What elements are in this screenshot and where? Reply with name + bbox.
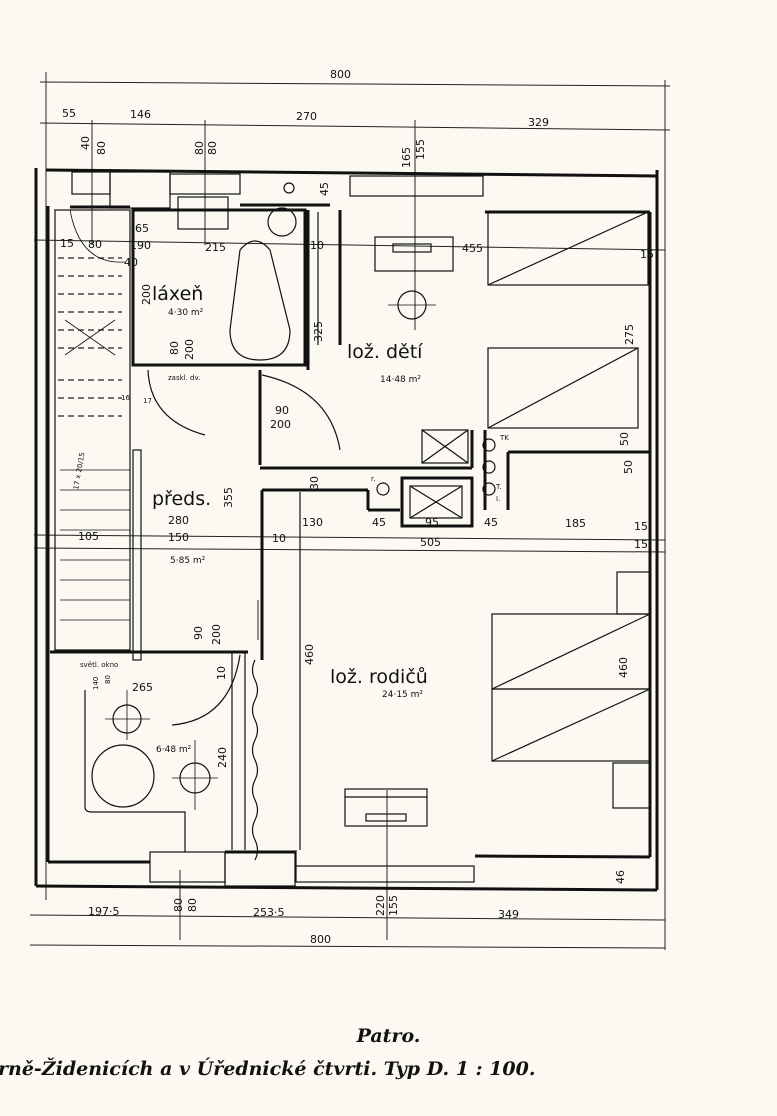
dim-label: 17 x 20/15: [72, 452, 86, 491]
dim-label: 349: [498, 908, 519, 921]
dim-label: 140: [92, 677, 100, 690]
dim-label: 355: [222, 487, 235, 508]
dim-label: 95: [425, 516, 439, 529]
dim-label: 240: [216, 747, 229, 768]
dim-label: 80: [193, 141, 206, 155]
dim-label: 80: [186, 898, 199, 912]
dim-label: 253·5: [253, 906, 285, 919]
dim-label: 15: [60, 237, 74, 250]
dim-label: 45: [318, 182, 331, 196]
outer-walls: [34, 168, 659, 892]
dim-label: 10: [310, 239, 324, 252]
glazed-partition: [132, 449, 142, 661]
dim-label: 155: [414, 139, 427, 160]
dim-label: 80: [206, 141, 219, 155]
dim-label: 329: [528, 116, 549, 129]
dim-label: 165: [400, 147, 413, 168]
dim-label: 155: [387, 895, 400, 916]
dim-label: 80: [95, 141, 108, 155]
dim-label: 200: [183, 339, 196, 360]
dim-label: 46: [614, 870, 627, 884]
bathtub: [229, 240, 291, 361]
dim-label: 280: [168, 514, 189, 527]
room-area-hall: 5·85 m²: [170, 556, 206, 566]
note-tk: TK: [499, 434, 509, 442]
dim-label: 15: [634, 520, 648, 533]
interior-walls: [50, 210, 650, 866]
dim-label: 17: [143, 397, 152, 405]
dim-label: 45: [484, 516, 498, 529]
dim-label: 150: [168, 531, 189, 544]
dimension-lines: [29, 72, 671, 950]
dim-label: 80: [172, 898, 185, 912]
dim-label: 190: [130, 239, 151, 252]
dim-label: 80: [168, 341, 181, 355]
note-r: r.: [371, 475, 375, 483]
note-light-window: světl. okno: [80, 661, 118, 669]
room-area-lower-left: 6·48 m²: [156, 745, 192, 755]
note-glazed-door: zaskl. dv.: [168, 374, 200, 382]
dim-label: 15: [640, 248, 654, 261]
dim-label: 800: [330, 68, 351, 81]
dim-label: 200: [210, 624, 223, 645]
staircase: [54, 209, 142, 661]
note-i: I.: [496, 495, 500, 503]
dim-label: 16: [121, 394, 130, 402]
dim-label: 130: [302, 516, 323, 529]
caption-subtitle: rně-Židenicích a v Úřednické čtvrti. Typ…: [0, 1058, 536, 1080]
dim-label: 80: [88, 238, 102, 251]
room-name-bath: láxeň: [152, 283, 203, 305]
dim-label: 455: [462, 242, 483, 255]
lower-left-room-fixtures: [84, 654, 241, 852]
dim-label: 50: [622, 460, 635, 474]
dim-label: 146: [130, 108, 151, 121]
dim-label: 80: [104, 675, 112, 684]
dim-label: 197·5: [88, 905, 120, 918]
parents-bedroom-furniture: [344, 571, 651, 827]
dim-label: 40: [79, 136, 92, 150]
dim-label: 275: [623, 324, 636, 345]
children-bedroom-furniture: [147, 211, 649, 519]
dim-label: 800: [310, 933, 331, 946]
room-area-bath: 4·30 m²: [168, 308, 204, 318]
dim-label: 50: [618, 432, 631, 446]
dim-label: 220: [374, 895, 387, 916]
room-area-parents: 24·15 m²: [382, 690, 423, 700]
dim-label: 505: [420, 536, 441, 549]
note-t: T.: [495, 483, 502, 491]
dimension-labels: 800 55 146 270 329 40 80 80 80 165 155 4…: [60, 68, 654, 946]
dim-label: 45: [372, 516, 386, 529]
room-name-hall: předs.: [152, 488, 211, 510]
room-area-children: 14·48 m²: [380, 375, 421, 385]
dim-label: 270: [296, 110, 317, 123]
dim-label: 65: [135, 222, 149, 235]
dim-label: 105: [78, 530, 99, 543]
washbasin: [177, 196, 229, 230]
dim-label: 460: [303, 644, 316, 665]
dim-label: 40: [124, 256, 138, 269]
caption-title: Patro.: [356, 1025, 421, 1047]
dim-label: 460: [617, 657, 630, 678]
windows: [71, 171, 484, 887]
dim-label: 265: [132, 681, 153, 694]
room-name-parents: lož. rodičů: [330, 666, 428, 688]
toilet: [267, 207, 297, 237]
dim-label: 10: [215, 666, 228, 680]
dim-label: 325: [312, 321, 325, 342]
dim-label: 10: [272, 532, 286, 545]
dim-label: 200: [140, 284, 153, 305]
dim-label: 215: [205, 241, 226, 254]
dim-label: 15: [634, 538, 648, 551]
bathroom: [131, 182, 307, 367]
dim-label: 55: [62, 107, 76, 120]
dim-label: 30: [308, 476, 321, 490]
dim-label: 185: [565, 517, 586, 530]
dim-label: 90: [192, 626, 205, 640]
room-name-children: lož. dětí: [347, 341, 423, 363]
dim-label: 200: [270, 418, 291, 431]
dim-label: 90: [275, 404, 289, 417]
